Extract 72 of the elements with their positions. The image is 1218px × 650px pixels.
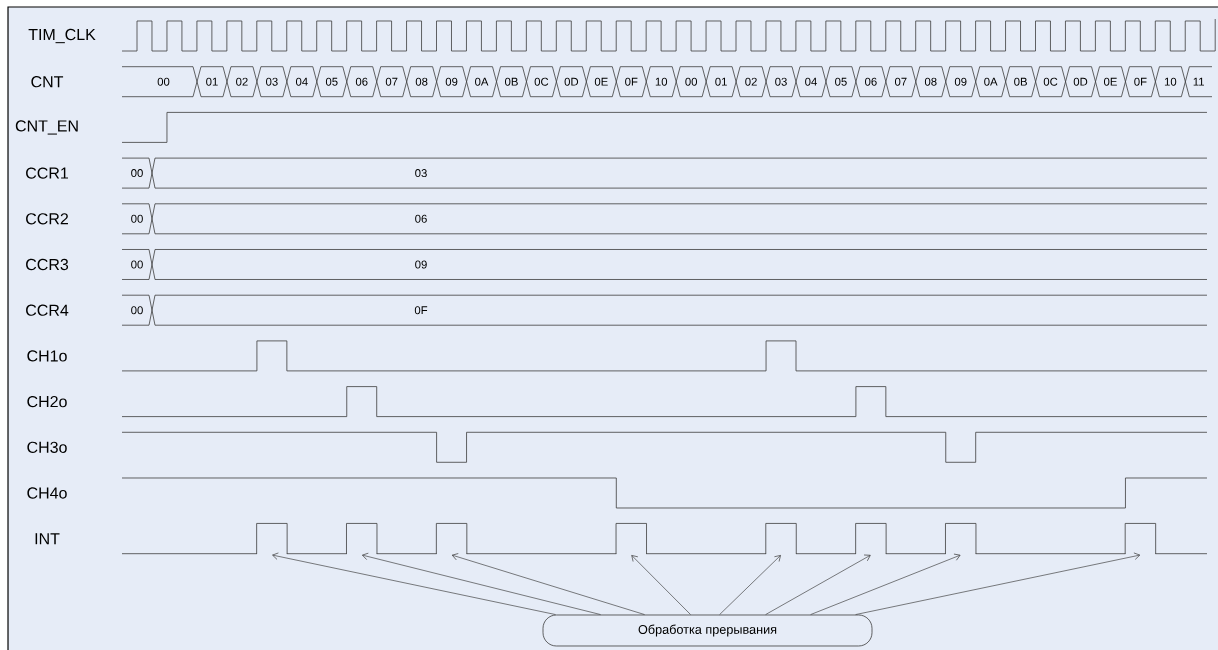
arrow xyxy=(810,553,961,615)
counter-value: 0F xyxy=(625,77,638,86)
register-value: 00 xyxy=(131,260,143,269)
pulse xyxy=(945,523,977,555)
counter-value: 00 xyxy=(685,77,698,86)
signal-name: CNT_EN xyxy=(15,120,78,135)
counter-value: 04 xyxy=(296,77,308,86)
register-value: 00 xyxy=(131,214,143,223)
arrow xyxy=(631,555,691,615)
pulse xyxy=(346,523,378,555)
counter-value: 03 xyxy=(266,77,278,86)
signal-name: CH2o xyxy=(27,395,67,408)
pulse xyxy=(615,523,647,555)
counter-value: 05 xyxy=(325,77,338,86)
register-value: 03 xyxy=(415,169,427,178)
register-value: 0F xyxy=(414,306,428,315)
pulse xyxy=(256,523,288,555)
counter-value: 02 xyxy=(745,77,757,86)
counter-value: 02 xyxy=(236,77,248,86)
counter-value: 09 xyxy=(954,77,967,86)
register-value: 09 xyxy=(415,260,427,269)
signal-name: CH1o xyxy=(27,350,67,362)
counter-value: 09 xyxy=(445,77,458,86)
counter-value: 01 xyxy=(715,77,727,86)
counter-value: 0F xyxy=(1134,77,1147,86)
signal-name: CCR4 xyxy=(26,304,69,316)
pulse xyxy=(855,523,887,555)
counter-value: 0E xyxy=(594,77,608,86)
pulse xyxy=(1124,523,1157,555)
counter-value: 0A xyxy=(475,77,489,86)
counter-value: 0A xyxy=(984,77,998,86)
register-value: 00 xyxy=(131,169,143,178)
counter-value: 07 xyxy=(385,77,398,86)
counter-value: 10 xyxy=(1164,77,1177,86)
counter-value: 06 xyxy=(355,77,368,86)
counter-value: 0B xyxy=(505,77,518,86)
counter-value: 04 xyxy=(805,77,817,86)
counter-value: 0D xyxy=(1073,77,1088,86)
counter-value: 07 xyxy=(894,77,907,86)
pulse xyxy=(435,523,468,555)
process-box: Обработка прерывания xyxy=(542,614,873,647)
counter-value: 05 xyxy=(835,77,847,86)
arrow xyxy=(272,552,556,615)
counter-value: 10 xyxy=(655,77,668,86)
arrow xyxy=(855,552,1141,615)
pulse xyxy=(765,523,797,555)
counter-value: 06 xyxy=(865,77,877,86)
signal-name: CCR2 xyxy=(26,213,68,225)
counter-value: 0D xyxy=(564,77,579,86)
counter-value: 0B xyxy=(1014,77,1027,86)
arrow xyxy=(719,555,781,615)
signal-name: CCR3 xyxy=(26,258,69,271)
counter-value: 0E xyxy=(1104,77,1117,86)
signal-name: CNT xyxy=(31,76,64,88)
counter-value: 01 xyxy=(206,77,218,86)
counter-value: 08 xyxy=(924,77,937,86)
arrow xyxy=(451,553,645,615)
arrow xyxy=(765,554,871,615)
register-value: 06 xyxy=(415,214,427,223)
register-value: 00 xyxy=(131,306,143,315)
arrow xyxy=(362,552,601,615)
signal-name: CH3o xyxy=(27,441,67,453)
counter-value: 00 xyxy=(157,77,170,86)
signal-name: TIM_CLK xyxy=(28,28,96,44)
counter-value: 03 xyxy=(775,77,787,86)
counter-value: 0C xyxy=(534,77,549,86)
counter-value: 0C xyxy=(1043,77,1058,86)
signal-name: CH4o xyxy=(27,487,67,499)
counter-value: 08 xyxy=(415,77,428,86)
signal-name: CCR1 xyxy=(26,167,68,179)
signal-name: INT xyxy=(35,533,60,545)
counter-value: 11 xyxy=(1193,77,1204,86)
